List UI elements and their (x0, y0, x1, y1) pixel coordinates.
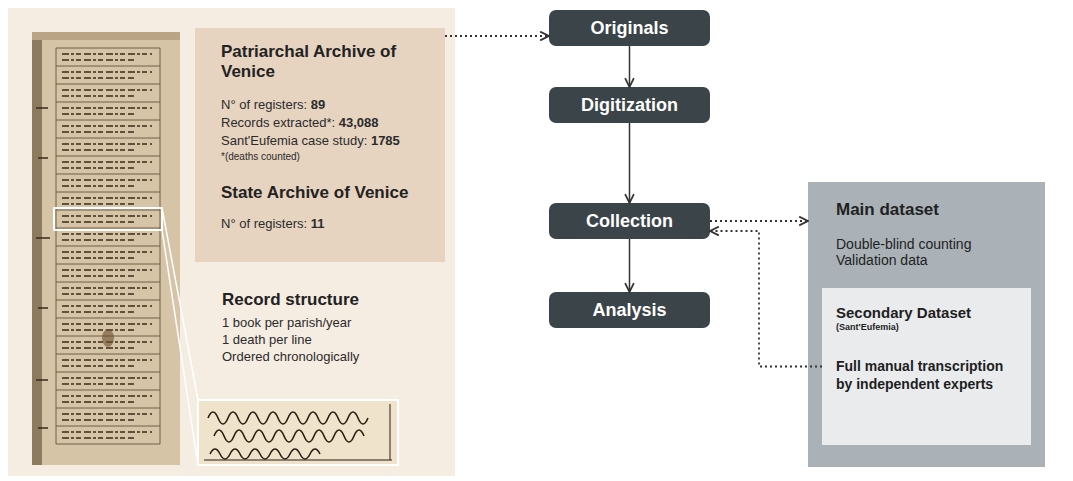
text-group: Originals (590, 17, 668, 39)
page-sheet (32, 32, 180, 465)
body-text: Originals (590, 17, 668, 39)
dataset-panel: Main datasetDouble-blind countingValidat… (808, 182, 1045, 467)
text-group: Digitization (581, 94, 678, 116)
process-box: Digitization (549, 87, 710, 123)
dotted-arrow (710, 231, 822, 367)
heading-text: Record structure (222, 290, 447, 310)
body-text: N° of registers: 89 (221, 96, 431, 114)
body-text: Full manual transcription by independent… (836, 357, 1017, 393)
body-text: Digitization (581, 94, 678, 116)
heading-text: Patriarchal Archive of Venice (221, 42, 431, 82)
body-text: 1 death per line (222, 331, 447, 348)
stat-label: N° of registers: (221, 97, 307, 112)
process-box: Analysis (549, 292, 710, 328)
highlight-box (54, 208, 162, 230)
text-group: Analysis (592, 299, 666, 321)
archive-panel: Record structure 1 book per parish/year1 … (8, 8, 455, 476)
record-rules (56, 48, 160, 444)
flow-arrow (629, 239, 631, 292)
text-group: Patriarchal Archive of Venice N° of regis… (221, 42, 431, 233)
handwriting (62, 54, 152, 438)
body-text: Analysis (592, 299, 666, 321)
dataset-box: Secondary Dataset(Sant'Eufemia) Full manu… (822, 288, 1031, 445)
body-text: *(deaths counted) (221, 150, 431, 163)
body-text: Validation data (836, 252, 1027, 268)
text-group: Record structure 1 book per parish/year1 … (222, 290, 447, 365)
binding (32, 32, 42, 465)
stat-value: 43,088 (335, 115, 378, 130)
body-text: Collection (586, 210, 673, 232)
stat-value: 11 (307, 216, 324, 231)
inset-handwriting (208, 412, 368, 459)
body-text: N° of registers: 11 (221, 215, 431, 233)
text-group: Collection (586, 210, 673, 232)
stat-value: 1785 (367, 133, 400, 148)
flow-arrow (629, 46, 631, 87)
process-box: Originals (549, 10, 710, 46)
archive-box: Patriarchal Archive of Venice N° of regis… (195, 28, 445, 262)
body-text: Records extracted*: 43,088 (221, 114, 431, 132)
heading-text: Main dataset (836, 200, 1027, 220)
stat-label: Records extracted*: (221, 115, 335, 130)
process-box: Collection (549, 203, 710, 239)
dotted-arrow (710, 220, 808, 222)
inset-rules (204, 404, 392, 460)
margin-notes (36, 108, 50, 428)
stat-label: Sant'Eufemia case study: (221, 133, 367, 148)
text-group: Secondary Dataset(Sant'Eufemia) Full manu… (836, 304, 1017, 393)
zoom-leader (162, 208, 198, 465)
body-text: Double-blind counting (836, 236, 1027, 252)
body-text: Ordered chronologically (222, 348, 447, 365)
text-group: Main datasetDouble-blind countingValidat… (836, 200, 1027, 268)
body-text: (Sant'Eufemia) (836, 322, 1017, 333)
page-edge (32, 32, 180, 40)
heading-text: State Archive of Venice (221, 183, 431, 203)
heading-text: Secondary Dataset (836, 304, 1017, 322)
stat-label: N° of registers: (221, 216, 307, 231)
ink-stain (102, 329, 114, 347)
zoom-inset (198, 400, 398, 465)
body-text: 1 book per parish/year (222, 314, 447, 331)
body-text: Sant'Eufemia case study: 1785 (221, 132, 431, 150)
dotted-arrow (445, 35, 549, 37)
stat-value: 89 (307, 97, 325, 112)
flow-arrow (629, 123, 631, 203)
